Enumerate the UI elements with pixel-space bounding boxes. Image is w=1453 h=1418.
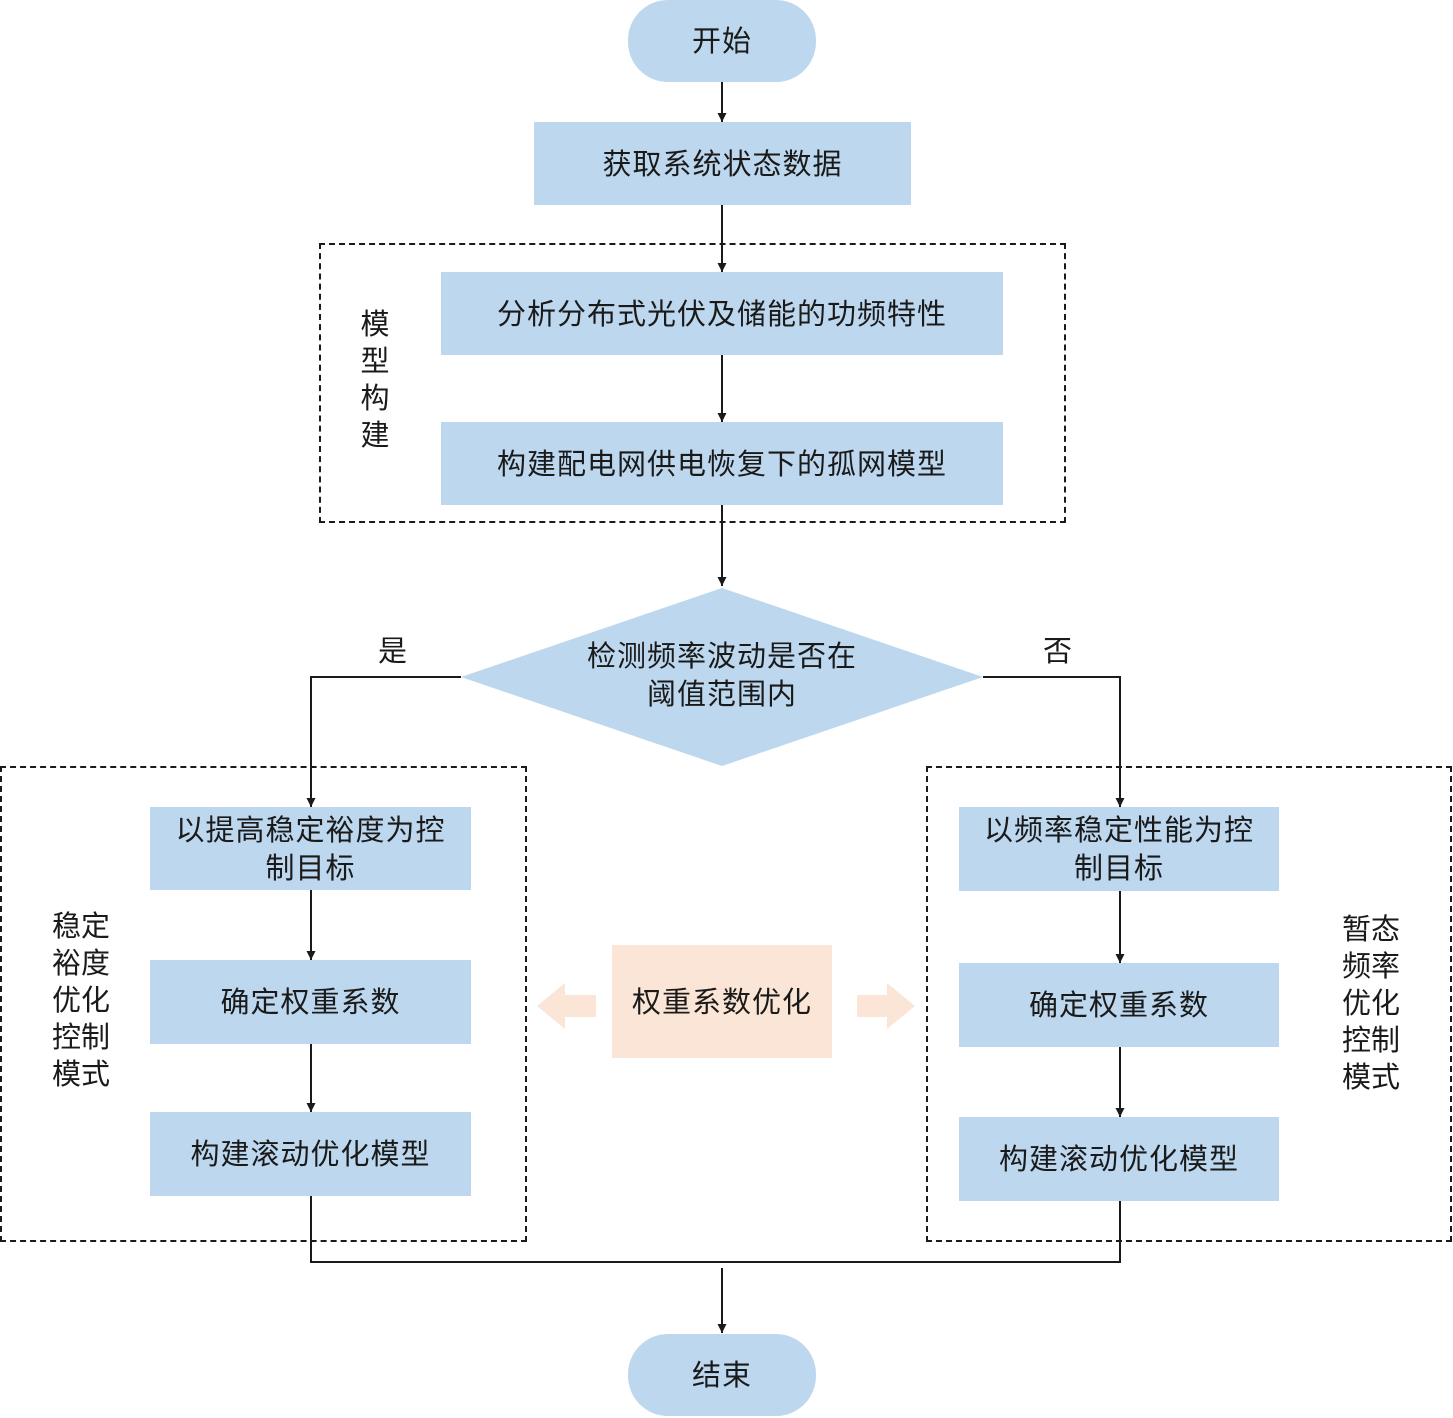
left-model-node: 构建滚动优化模型 (150, 1112, 471, 1196)
acquire-data-label: 获取系统状态数据 (602, 146, 843, 181)
weight-optimization-node: 权重系数优化 (612, 945, 832, 1058)
start-label: 开始 (691, 24, 752, 58)
analyze-node: 分析分布式光伏及储能的功频特性 (441, 272, 1003, 355)
left-weight-node: 确定权重系数 (150, 960, 471, 1044)
no-label: 否 (1043, 634, 1073, 668)
end-node: 结束 (628, 1334, 816, 1416)
right-mode-group (926, 766, 1452, 1242)
left-mode-group (0, 766, 527, 1242)
right-model-label: 构建滚动优化模型 (998, 1142, 1239, 1176)
left-block-arrow (537, 983, 596, 1029)
right-block-arrow (857, 983, 915, 1029)
decision-label: 检测频率波动是否在 阈值范围内 (586, 639, 857, 711)
acquire-data-node: 获取系统状态数据 (534, 122, 911, 205)
model-build-group (319, 243, 1066, 523)
arrow-decision-no (983, 676, 1125, 807)
right-weight-label: 确定权重系数 (1028, 988, 1209, 1022)
arrow-decision-yes (306, 676, 461, 807)
yes-label: 是 (378, 634, 408, 668)
end-label: 结束 (691, 1358, 752, 1392)
merge-line (310, 1196, 1121, 1263)
left-goal-node: 以提高稳定裕度为控 制目标 (150, 807, 471, 890)
build-island-node: 构建配电网供电恢复下的孤网模型 (441, 422, 1003, 505)
model-build-label: 模 型 构 建 (360, 307, 390, 452)
decision-diamond (461, 588, 983, 766)
analyze-label: 分析分布式光伏及储能的功频特性 (496, 296, 947, 331)
left-weight-label: 确定权重系数 (220, 985, 401, 1019)
right-goal-node: 以频率稳定性能为控 制目标 (959, 807, 1279, 891)
weight-optimization-label: 权重系数优化 (631, 984, 812, 1019)
left-model-label: 构建滚动优化模型 (190, 1137, 431, 1171)
right-mode-label: 暂态 频率 优化 控制 模式 (1341, 912, 1400, 1094)
left-mode-label: 稳定 裕度 优化 控制 模式 (51, 909, 110, 1091)
right-model-node: 构建滚动优化模型 (959, 1117, 1279, 1201)
build-island-label: 构建配电网供电恢复下的孤网模型 (496, 446, 947, 481)
right-weight-node: 确定权重系数 (959, 963, 1279, 1047)
start-node: 开始 (628, 0, 816, 82)
